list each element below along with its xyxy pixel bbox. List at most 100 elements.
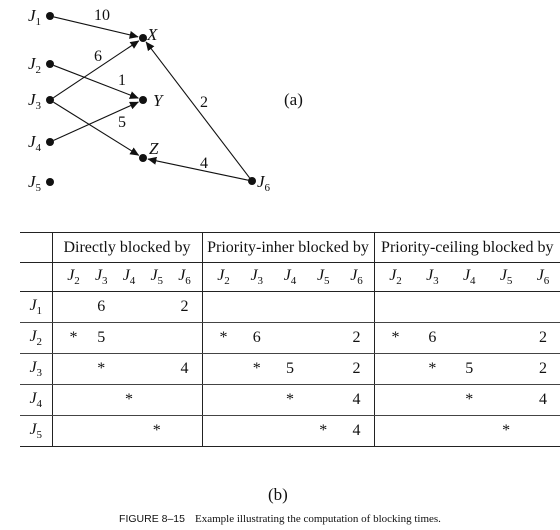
blocking-value (246, 391, 268, 409)
blocking-value (146, 360, 168, 378)
row-job-label: J5 (29, 420, 43, 442)
group-header: Priority-inher blocked by (202, 232, 375, 263)
blocking-value (146, 329, 168, 347)
column-header: J5 (150, 266, 164, 288)
blocking-value (385, 360, 407, 378)
node-j5-dot (46, 178, 54, 186)
node-y-dot (139, 96, 147, 104)
blocking-value (90, 422, 112, 440)
column-header: J2 (217, 266, 230, 288)
row-job-label: J2 (29, 327, 43, 349)
part-b-label: (b) (268, 485, 288, 504)
row-label-cell: J4 (20, 384, 53, 416)
blocking-direct-cell: *4 (52, 353, 203, 385)
column-header: J4 (462, 266, 476, 288)
blocking-ceiling-cell: * (374, 415, 560, 447)
row-label-cell: J5 (20, 415, 53, 447)
blocking-value: 2 (352, 329, 361, 346)
blocking-value: * (286, 391, 294, 408)
blocking-value (421, 422, 443, 440)
blocking-inherit-cell (202, 291, 375, 323)
blocking-value: * (465, 391, 474, 408)
row-job-label: J1 (29, 296, 43, 318)
node-j6-label: J6 (257, 172, 271, 194)
column-header: J3 (250, 266, 264, 288)
blocking-value: 5 (286, 360, 294, 377)
node-j3-label: J3 (28, 90, 42, 112)
blocking-value: 5 (465, 360, 474, 377)
row-label-cell: J3 (20, 353, 53, 385)
node-x-dot (139, 34, 147, 42)
node-z-label: Z (149, 139, 159, 158)
blocking-value: * (152, 422, 161, 439)
blocking-value (174, 422, 196, 440)
blocking-ceiling-cell: * 5 2 (374, 353, 560, 385)
node-x-label: X (146, 25, 158, 44)
node-j1-label: J1 (28, 6, 41, 28)
blocking-value (312, 360, 334, 378)
blocking-value: * (502, 422, 511, 439)
blocking-value (458, 329, 480, 347)
edge-j3-x (53, 40, 140, 99)
blocking-value (118, 298, 140, 316)
blocking-value: 4 (180, 360, 189, 377)
blocking-value (385, 422, 407, 440)
blocking-value (118, 329, 140, 347)
blocking-ceiling-cell (374, 291, 560, 323)
job-column-headers: J2 J3 J4 J5 J6 (52, 262, 203, 292)
blocking-value (213, 422, 235, 440)
column-header: J4 (283, 266, 297, 288)
blocking-value: * (391, 329, 400, 346)
edge-j6-z (147, 156, 249, 181)
node-j6-dot (248, 177, 256, 185)
blocking-direct-cell: *5 (52, 322, 203, 354)
row-job-label: J3 (29, 358, 43, 380)
column-header: J3 (94, 266, 108, 288)
column-header: J4 (122, 266, 136, 288)
edge-j1-x (53, 16, 139, 39)
blocking-value: * (97, 360, 106, 377)
blocking-value: * (69, 329, 78, 346)
blocking-value (532, 422, 554, 440)
blocking-value (146, 391, 168, 409)
blocking-value (213, 391, 235, 409)
blocking-value: 2 (352, 360, 361, 377)
edge-j2-y (53, 64, 139, 99)
blocking-value: * (319, 422, 328, 439)
column-header: J2 (67, 266, 80, 288)
blocking-value: 2 (539, 329, 547, 346)
node-j2-dot (46, 60, 54, 68)
blocking-value: 4 (539, 391, 547, 408)
edge-weight-label: 10 (94, 7, 110, 24)
column-header: J6 (178, 266, 191, 288)
node-j4-label: J4 (28, 132, 42, 154)
blocking-value: * (428, 360, 437, 377)
blocking-value (312, 391, 334, 409)
figure-number: FIGURE 8–15 (119, 513, 185, 525)
blocking-value (90, 391, 112, 409)
blocking-value: 4 (352, 422, 361, 439)
blocking-value (118, 422, 140, 440)
blocking-value (421, 391, 443, 409)
blocking-value (118, 360, 140, 378)
corner-cell (20, 262, 53, 292)
blocking-value: 2 (180, 298, 189, 315)
edge-weight-label: 1 (118, 72, 126, 89)
node-z-dot (139, 154, 147, 162)
blocking-value: 6 (97, 298, 106, 315)
blocking-value: 2 (539, 360, 547, 377)
blocking-value: 5 (97, 329, 106, 346)
corner-cell (20, 232, 53, 263)
blocking-value (63, 422, 85, 440)
edge-weight-label: 5 (118, 114, 126, 131)
